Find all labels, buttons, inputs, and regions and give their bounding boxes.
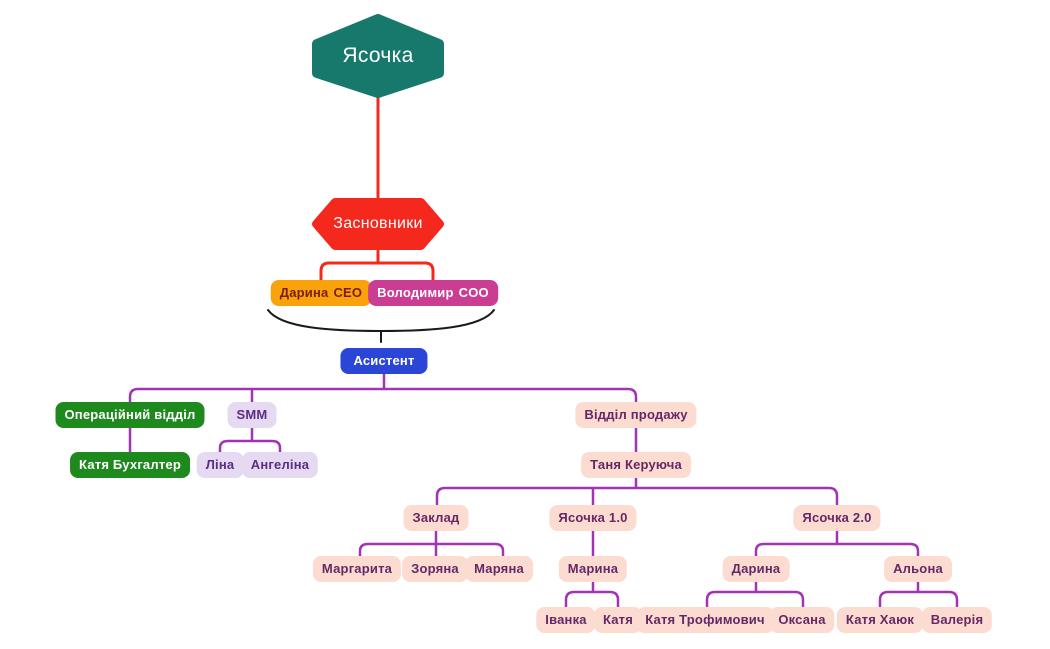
red-connectors: [319, 90, 435, 282]
connector-line: [564, 590, 620, 608]
connector-line: [878, 590, 959, 608]
node-alona[interactable]: Альона: [884, 556, 952, 582]
node-maryna[interactable]: Марина: [558, 556, 628, 582]
node-smm-department[interactable]: SMM: [227, 402, 277, 428]
node-operations-department[interactable]: Операційний відділ: [55, 402, 205, 428]
node-yasochka-2-0[interactable]: Ясочка 2.0: [793, 505, 881, 531]
founder-name: Дарина: [279, 285, 329, 300]
node-katya[interactable]: Катя: [593, 607, 643, 633]
connector-line: [128, 387, 638, 404]
node-founders[interactable]: Засновники: [312, 198, 444, 250]
node-marharyta[interactable]: Маргарита: [312, 556, 402, 582]
hexagon-shape: [312, 198, 444, 250]
founder-name: Володимир: [377, 285, 454, 300]
node-valeriya[interactable]: Валерія: [921, 607, 993, 633]
node-oksana[interactable]: Оксана: [769, 607, 835, 633]
company-label: Ясочка: [342, 44, 414, 67]
node-tanya-keruyucha[interactable]: Таня Керуюча: [581, 452, 691, 478]
node-daryna-branch[interactable]: Дарина: [722, 556, 790, 582]
node-volodymyr-coo[interactable]: Володимир COO: [368, 280, 498, 306]
brace-curve: [267, 309, 495, 333]
connector-line: [754, 542, 920, 557]
founder-role: CEO: [333, 285, 363, 300]
node-katya-trofymovych[interactable]: Катя Трофимович: [636, 607, 774, 633]
node-maryana[interactable]: Маряна: [465, 556, 533, 582]
node-ivanka[interactable]: Іванка: [536, 607, 596, 633]
purple-connectors: [128, 374, 959, 608]
node-company[interactable]: Ясочка: [312, 14, 444, 98]
founder-role: COO: [458, 285, 489, 300]
connector-line: [435, 486, 839, 506]
node-zoryana[interactable]: Зоряна: [402, 556, 468, 582]
node-zaklad[interactable]: Заклад: [403, 505, 469, 531]
connector-line: [218, 439, 282, 453]
node-yasochka-1-0[interactable]: Ясочка 1.0: [549, 505, 637, 531]
connector-line: [319, 261, 435, 282]
node-anhelina[interactable]: Ангеліна: [241, 452, 319, 478]
node-sales-department[interactable]: Відділ продажу: [575, 402, 697, 428]
connector-line: [358, 542, 505, 557]
brace: [267, 309, 495, 343]
node-assistant[interactable]: Асистент: [340, 348, 428, 374]
node-daryna-ceo[interactable]: Дарина CEO: [270, 280, 372, 306]
node-katya-bukhhalter[interactable]: Катя Бухгалтер: [70, 452, 190, 478]
founders-label: Засновники: [333, 215, 423, 232]
connector-line: [705, 590, 805, 608]
node-lina[interactable]: Ліна: [196, 452, 244, 478]
hexagon-shape: [312, 14, 444, 98]
node-katya-khayuk[interactable]: Катя Хаюк: [836, 607, 924, 633]
